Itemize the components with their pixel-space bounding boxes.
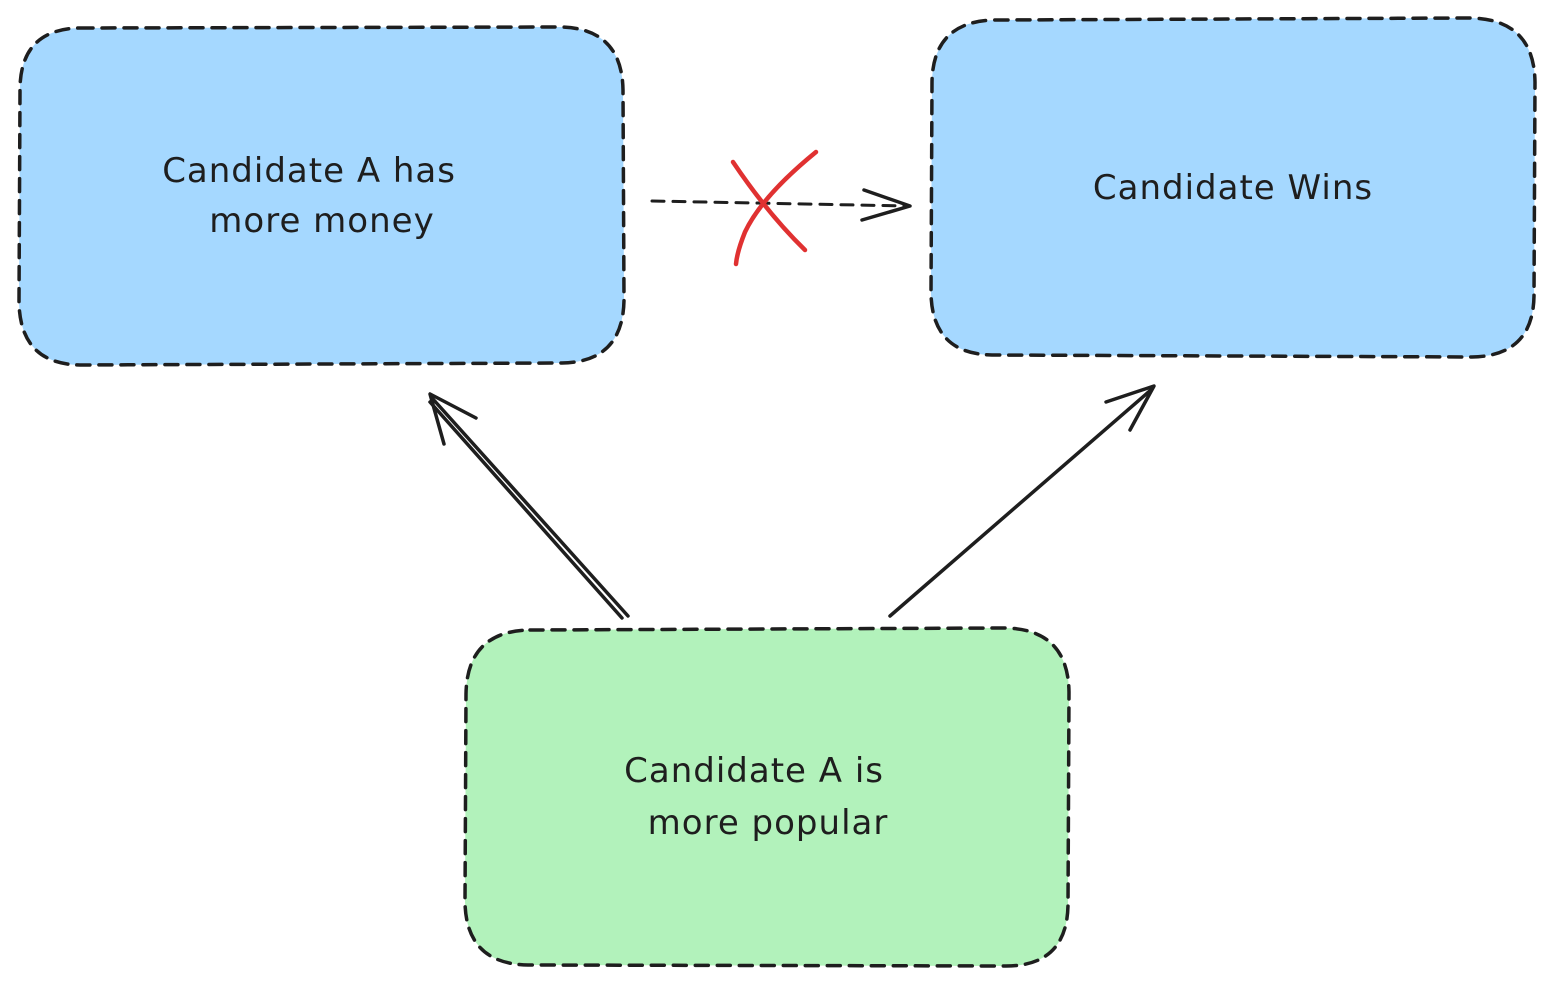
- arrow-popular-to-wins-shaft: [888, 387, 1154, 618]
- arrow-popular-to-wins[interactable]: [888, 384, 1156, 618]
- node-more-popular-line2: more popular: [648, 803, 889, 843]
- arrow-popular-to-wins-head: [1104, 384, 1156, 432]
- cross-out-stroke-1: [730, 159, 808, 253]
- arrow-popular-to-money-head: [428, 392, 478, 446]
- node-candidate-wins-line1: Candidate Wins: [1093, 168, 1373, 208]
- arrow-money-to-wins-shaft: [650, 199, 910, 208]
- cross-out-stroke-2: [733, 149, 819, 267]
- node-more-money-box: [17, 25, 626, 367]
- node-more-popular[interactable]: Candidate A is more popular: [463, 626, 1071, 968]
- cross-out-mark: [730, 149, 819, 267]
- node-more-popular-line1: Candidate A is: [624, 751, 884, 791]
- node-more-popular-box: [463, 626, 1071, 968]
- arrow-money-to-wins-dashed[interactable]: [650, 188, 912, 222]
- arrow-popular-to-money-shaft: [430, 396, 630, 618]
- node-candidate-wins-box: [929, 16, 1537, 359]
- node-more-money-line2: more money: [209, 201, 434, 241]
- arrow-money-to-wins-head: [860, 188, 912, 222]
- svg-text:Candidate Wins: Candidate Wins: [1093, 168, 1373, 208]
- arrow-popular-to-money[interactable]: [428, 392, 630, 620]
- arrow-popular-to-money-shaft-2: [428, 400, 624, 620]
- svg-text:Candidate A has more mon: Candidate A has more money: [162, 151, 468, 241]
- node-more-money[interactable]: Candidate A has more money: [17, 25, 626, 367]
- node-candidate-wins[interactable]: Candidate Wins: [929, 16, 1537, 359]
- svg-text:Candidate A is more popu: Candidate A is more popular: [624, 751, 896, 843]
- node-more-money-line1: Candidate A has: [162, 151, 456, 191]
